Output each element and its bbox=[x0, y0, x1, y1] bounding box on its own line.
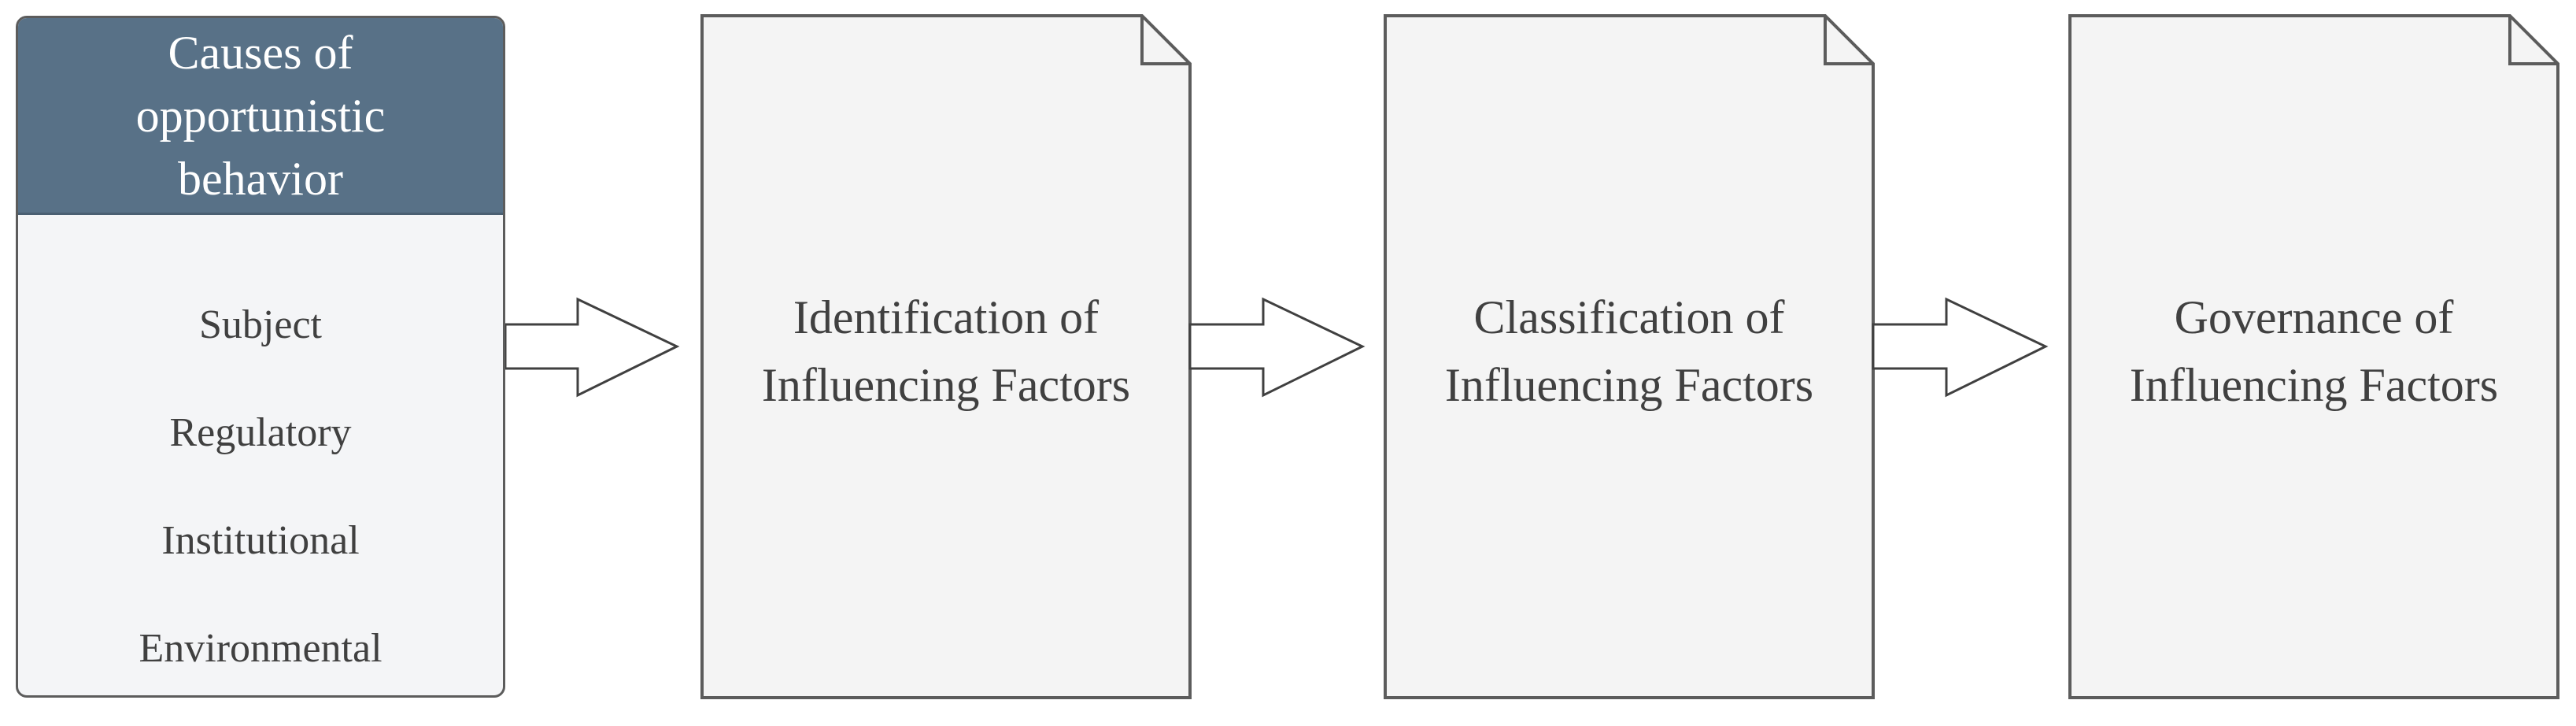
stage-label-line: Identification of bbox=[793, 291, 1100, 343]
causes-title: Causes of opportunistic behavior bbox=[136, 21, 386, 210]
cause-item-subject: Subject bbox=[199, 302, 322, 347]
flow-arrow-1 bbox=[504, 297, 680, 398]
cause-item-institutional: Institutional bbox=[161, 518, 360, 563]
stage-label-line: Influencing Factors bbox=[1444, 359, 1814, 411]
stage-label-line: Influencing Factors bbox=[2129, 359, 2499, 411]
flow-arrow-2 bbox=[1188, 297, 1366, 398]
stage-label-classification: Classification of Influencing Factors bbox=[1385, 283, 1873, 419]
stage-document-3 bbox=[2068, 14, 2559, 699]
causes-container-header: Causes of opportunistic behavior bbox=[18, 18, 503, 215]
causes-container: Causes of opportunistic behavior Subject… bbox=[16, 16, 505, 698]
cause-item-environmental: Environmental bbox=[139, 626, 383, 671]
causes-title-line: behavior bbox=[178, 152, 343, 205]
causes-title-line: Causes of bbox=[168, 26, 353, 79]
stage-document-2 bbox=[1384, 14, 1875, 699]
cause-list: Subject Regulatory Institutional Environ… bbox=[18, 215, 503, 695]
stage-label-governance: Governance of Influencing Factors bbox=[2070, 283, 2558, 419]
causes-title-line: opportunistic bbox=[135, 89, 386, 142]
stage-document-1 bbox=[700, 14, 1192, 699]
flow-arrow-3 bbox=[1872, 297, 2049, 398]
cause-item-regulatory: Regulatory bbox=[169, 410, 352, 455]
stage-label-line: Governance of bbox=[2174, 291, 2454, 343]
stage-label-line: Influencing Factors bbox=[761, 359, 1131, 411]
stage-label-line: Classification of bbox=[1473, 291, 1785, 343]
stage-label-identification: Identification of Influencing Factors bbox=[702, 283, 1190, 419]
